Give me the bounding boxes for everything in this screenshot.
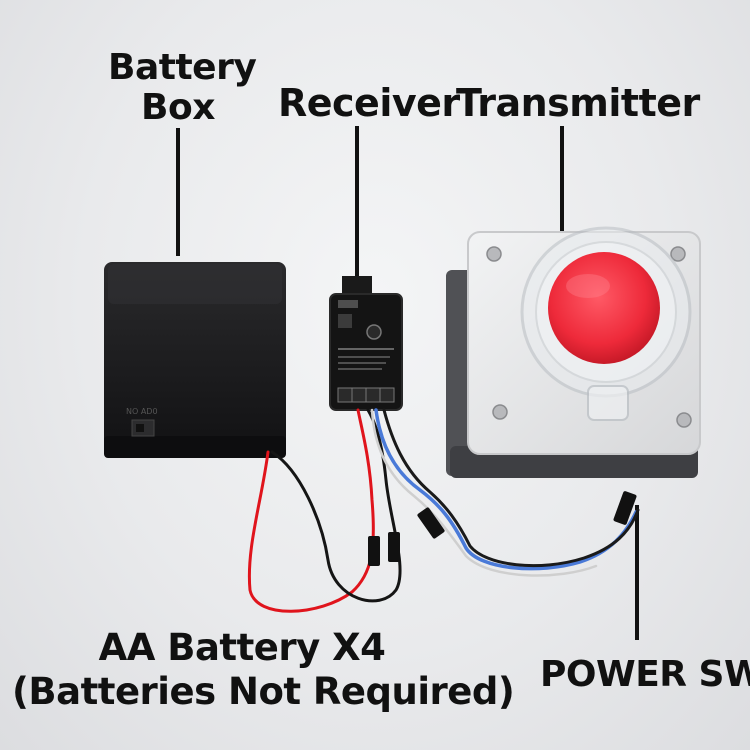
callout-lines bbox=[176, 126, 639, 640]
wires bbox=[247, 408, 640, 613]
battery-switch-label: NO AD0 bbox=[126, 407, 158, 416]
receiver-module bbox=[329, 276, 403, 411]
aa-battery-label: AA Battery X4 (Batteries Not Required) bbox=[12, 626, 515, 713]
red-push-button bbox=[520, 226, 692, 421]
transmitter-label: Transmitter bbox=[456, 81, 700, 125]
battery-box-label: Battery Box bbox=[108, 47, 257, 128]
receiver-label: Receiver bbox=[278, 81, 460, 125]
power-sw-label: POWER SW bbox=[540, 654, 750, 695]
battery-box: NO AD0 bbox=[104, 262, 286, 458]
